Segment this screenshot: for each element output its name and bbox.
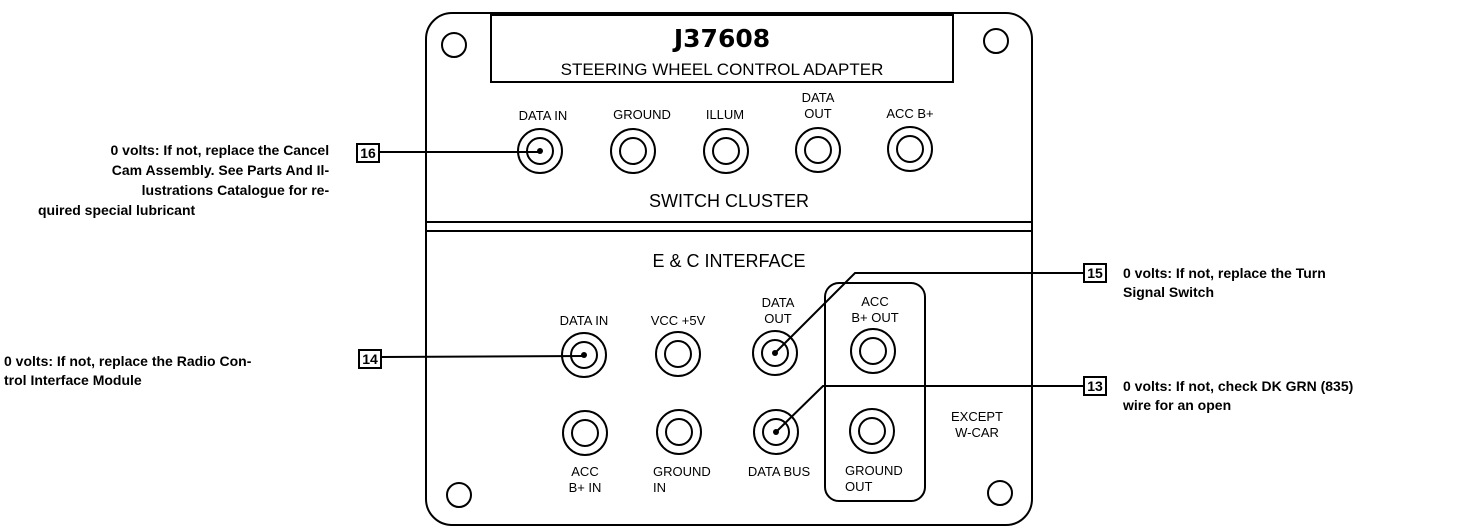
jack-sc-data-out: [795, 127, 841, 173]
mounting-hole-bottom-right: [987, 480, 1013, 506]
callout-15-number: 15: [1087, 265, 1103, 281]
mounting-hole-top-right: [983, 28, 1009, 54]
callout-14: 14 0 volts: If not, replace the Radio Co…: [4, 349, 585, 388]
callout-15: 15 0 volts: If not, replace the Turn Sig…: [774, 263, 1330, 354]
callout-14-box: [358, 349, 382, 369]
except-w-car-box: [824, 282, 926, 502]
jack-label-ec-data-in: DATA IN: [560, 313, 609, 328]
jack-label-sc-ground: GROUND: [613, 107, 671, 122]
callout-15-text: 0 volts: If not, replace the Turn Signal…: [1123, 265, 1330, 300]
jack-label-ec-vcc: VCC +5V: [651, 313, 706, 328]
jack-ec-data-in: [561, 332, 607, 378]
leader-15: [774, 272, 1084, 354]
switch-cluster-title: SWITCH CLUSTER: [649, 191, 809, 211]
ec-interface-title: E & C INTERFACE: [652, 251, 805, 271]
jack-label-sc-illum: ILLUM: [706, 107, 744, 122]
leader-14: [380, 355, 585, 358]
callout-13: 13 0 volts: If not, check DK GRN (835) w…: [775, 376, 1357, 433]
jack-sc-illum: [703, 128, 749, 174]
jack-sc-acc-b: [887, 126, 933, 172]
jack-label-sc-acc-b: ACC B+: [886, 106, 933, 121]
callout-16-text: 0 volts: If not, replace the Cancel Cam …: [38, 142, 333, 218]
mounting-hole-bottom-left: [446, 482, 472, 508]
jack-ec-vcc: [655, 331, 701, 377]
jack-ec-acc-b-in: [562, 410, 608, 456]
callout-14-text: 0 volts: If not, replace the Radio Con- …: [4, 353, 255, 388]
jack-label-sc-data-in: DATA IN: [519, 108, 568, 123]
callout-14-number: 14: [362, 351, 378, 367]
callout-16: 16 0 volts: If not, replace the Cancel C…: [38, 142, 540, 218]
callout-16-number: 16: [360, 145, 376, 161]
title-box: [490, 14, 954, 83]
callout-13-text: 0 volts: If not, check DK GRN (835) wire…: [1122, 378, 1357, 413]
callout-13-number: 13: [1087, 378, 1103, 394]
adapter-panel: [425, 12, 1033, 526]
part-number: J37608: [672, 24, 770, 53]
mounting-hole-top-left: [441, 32, 467, 58]
leader-13: [775, 385, 1084, 433]
adapter-name: STEERING WHEEL CONTROL ADAPTER: [561, 60, 884, 79]
jack-ec-ground-in: [656, 409, 702, 455]
jack-ec-ground-out: [849, 408, 895, 454]
jack-label-ec-data-bus: DATA BUS: [748, 464, 811, 479]
jack-sc-ground: [610, 128, 656, 174]
jack-ec-acc-b-out: [850, 328, 896, 374]
